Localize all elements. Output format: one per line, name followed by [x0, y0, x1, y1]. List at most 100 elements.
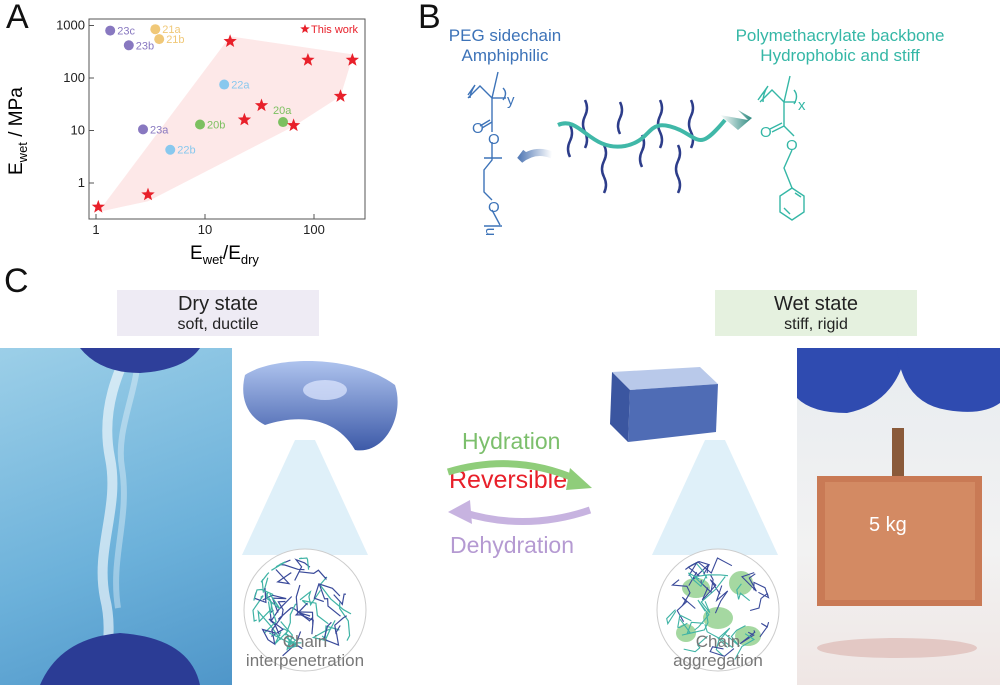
polymer-chain: [298, 557, 310, 570]
polymer-chain: [670, 579, 691, 607]
polymer-chain: [688, 572, 708, 588]
polymer-chain: [262, 594, 287, 613]
glove-top: [80, 348, 200, 373]
reference-label: 21b: [166, 34, 184, 46]
bz-carbonyl-o: O: [760, 124, 772, 141]
plot-frame: [88, 18, 366, 220]
polymer-chain: [759, 621, 770, 638]
polymer-chain: [286, 633, 302, 648]
reference-point: [123, 40, 134, 51]
polymer-chain: [679, 618, 704, 634]
x-tick-label: 1: [92, 222, 99, 237]
wet-caption: Chain aggregation: [648, 632, 788, 670]
y-tick-label: 100: [63, 70, 85, 85]
polymer-chain: [749, 592, 769, 612]
polymer-chain: [683, 635, 708, 653]
peg-sidechain-title: PEG sidechain Amphiphilic: [430, 26, 580, 66]
polymer-chain: [700, 575, 714, 594]
dry-gel-illustration: [243, 361, 398, 451]
dry-caption: Chain interpenetration: [235, 632, 375, 670]
this-work-star: [333, 89, 348, 102]
dry-state-subtitle: soft, ductile: [177, 316, 259, 333]
polymer-chain: [666, 609, 677, 626]
reversible-arrows: [446, 460, 592, 525]
polymer-chain: [334, 615, 348, 635]
polymer-chain: [319, 576, 352, 615]
polymer-chain: [299, 569, 327, 581]
carbonyl-o: O: [472, 120, 484, 137]
legend-star: [300, 24, 310, 33]
dehydration-label: Dehydration: [450, 532, 575, 558]
dehydration-arrow-icon: [460, 506, 592, 525]
y-tick-label: 10: [71, 123, 85, 138]
polymer-chain: [295, 584, 314, 625]
reference-label: 21a: [162, 24, 181, 36]
dry-caption-line1: Chain: [282, 632, 328, 651]
peg-title-line2: Amphiphilic: [461, 46, 549, 65]
wet-state-box: Wet state stiff, rigid: [715, 290, 917, 336]
polymer-chain: [268, 618, 285, 637]
reference-label: 23c: [117, 26, 135, 38]
polymer-chain: [701, 579, 721, 601]
panel-label-a: A: [6, 0, 29, 36]
wet-caption-line1: Chain: [695, 632, 741, 651]
polymer-chain: [285, 603, 298, 636]
reference-point: [195, 119, 206, 130]
panel-label-b: B: [418, 0, 441, 36]
polymer-chain: [693, 574, 729, 583]
this-work-star: [237, 112, 252, 126]
polymer-chain: [252, 595, 264, 622]
glove-bottom: [40, 633, 200, 685]
x-axis-label: Ewet/Edry: [190, 243, 259, 267]
x-label-sub1: wet: [202, 251, 223, 267]
this-work-region: [98, 36, 354, 213]
reference-label: 20a: [273, 105, 292, 117]
polymer-chain: [700, 576, 726, 613]
backbone-title-line2: Hydrophobic and stiff: [760, 46, 920, 65]
panel-label-c: C: [4, 262, 29, 300]
this-work-star: [91, 199, 105, 213]
reference-point: [278, 117, 289, 128]
dry-state-title: Dry state: [177, 293, 259, 315]
peg-title-line1: PEG sidechain: [448, 26, 562, 45]
polymer-chain: [323, 621, 340, 646]
subscript-x: x: [798, 97, 806, 114]
wet-state-title: Wet state: [773, 293, 859, 315]
polymer-chain: [299, 589, 321, 607]
peg-structure: [467, 71, 507, 227]
x-tick-label: 100: [303, 222, 325, 237]
polymer-chain: [294, 558, 311, 581]
polymer-chain: [318, 584, 341, 617]
polymer-chain: [271, 600, 286, 631]
polymer-chain: [298, 612, 314, 622]
polymer-chain: [681, 612, 709, 636]
subscript-y: y: [507, 92, 515, 109]
polymer-chain: [301, 599, 329, 625]
wet-caption-line2: aggregation: [673, 651, 763, 670]
dry-state-box: Dry state soft, ductile: [117, 290, 319, 336]
reference-point: [150, 24, 161, 35]
ester-o: O: [488, 131, 500, 148]
glove-right: [897, 348, 1000, 412]
reference-label: 23a: [150, 124, 169, 136]
polymer-chain: [253, 588, 274, 601]
reference-point: [138, 124, 149, 135]
y-tick-label: 1000: [56, 18, 85, 33]
polymer-chain: [339, 602, 351, 641]
polymer-chain: [257, 609, 282, 641]
polymer-chain: [687, 561, 700, 577]
polymer-chain: [704, 624, 724, 657]
y-axis-label: Ewet / MPa: [6, 87, 30, 175]
bz-ester-o: O: [786, 137, 798, 154]
reference-label: 22a: [231, 80, 250, 92]
hydration-label: Hydration: [462, 428, 561, 454]
polymer-chain: [271, 561, 286, 571]
polymer-chain: [677, 614, 692, 629]
polymer-chain: [260, 572, 270, 593]
polymer-chain: [265, 592, 281, 610]
polymer-chain: [740, 572, 757, 592]
polymer-chain: [277, 607, 305, 620]
this-work-star: [254, 98, 269, 112]
this-work-star: [301, 53, 315, 66]
